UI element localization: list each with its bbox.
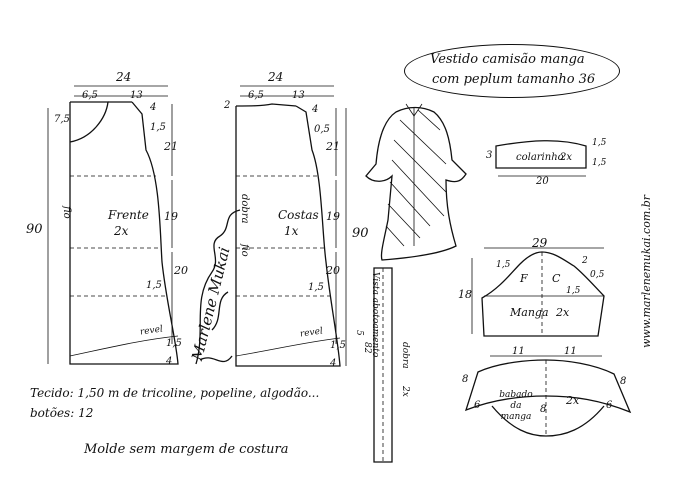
front-width-mid: 13 <box>130 90 143 101</box>
front-width-total: 24 <box>116 70 132 84</box>
back-top-right: 4 <box>312 104 319 115</box>
back-neckline <box>235 103 297 107</box>
placket-piece <box>373 267 393 463</box>
back-width-mid: 13 <box>292 90 305 101</box>
front-shoulder-drop: 1,5 <box>150 122 166 133</box>
front-hem-facing <box>69 335 179 357</box>
back-width-left: 6,5 <box>248 90 264 101</box>
ruffle-outline <box>464 359 632 414</box>
ruffle-half-right: 11 <box>564 346 577 357</box>
front-armhole-depth: 21 <box>164 140 178 153</box>
back-fold: dobra <box>239 194 250 224</box>
front-hem-mark: 1,5 <box>166 338 182 349</box>
ruffle-count: 2x <box>566 394 580 407</box>
sleeve-outline <box>481 251 605 337</box>
sleeve-label: Manga <box>510 306 549 319</box>
collar-piece <box>495 140 587 177</box>
seam-note: Molde sem margem de costura <box>84 442 289 457</box>
sleeve-back-mark: 1,5 <box>566 286 581 296</box>
back-hem-facing <box>235 337 341 357</box>
collar-outline <box>495 140 587 169</box>
sleeve-width: 29 <box>532 236 548 250</box>
back-length: 90 <box>352 226 369 241</box>
back-grain: fio <box>239 244 250 257</box>
title-bubble <box>404 44 620 98</box>
ruffle-right-height: 8 <box>620 376 627 387</box>
dress-collar <box>405 103 423 117</box>
back-waist: 19 <box>326 210 340 223</box>
front-neck-depth: 7,5 <box>54 114 70 125</box>
website: www.marlenemukai.com.br <box>640 194 653 348</box>
back-hem-mark: 1,5 <box>330 340 346 351</box>
back-width-total: 24 <box>268 70 284 84</box>
front-neckline <box>69 101 109 143</box>
back-side-mark: 1,5 <box>308 282 324 293</box>
signature-mark <box>195 209 241 365</box>
placket-length: 82 <box>362 342 372 354</box>
front-top-right: 4 <box>150 102 157 113</box>
sleeve-cap-right: 2 <box>582 256 588 266</box>
collar-count: 2x <box>560 152 573 163</box>
ruffle-half-left: 11 <box>512 346 525 357</box>
ruffle-hem <box>491 405 605 437</box>
buttons-note: botões: 12 <box>30 406 94 420</box>
front-label: Frente <box>108 208 149 222</box>
back-piece <box>235 85 347 367</box>
collar-length: 20 <box>536 176 549 187</box>
collar-label: colarinho <box>516 152 564 163</box>
collar-end-bottom: 1,5 <box>592 158 607 168</box>
ruffle-left-inner: 6 <box>474 400 481 411</box>
collar-height: 3 <box>486 150 493 161</box>
front-width-left: 6,5 <box>82 90 98 101</box>
sleeve-back-letter: C <box>552 272 561 285</box>
front-piece <box>47 85 179 365</box>
placket-outline <box>373 267 393 463</box>
ruffle-center-depth: 8 <box>540 404 547 415</box>
sleeve-cap-side: 0,5 <box>590 270 605 280</box>
back-top-left: 2 <box>224 100 231 111</box>
ruffle-label: babado da manga <box>499 390 533 422</box>
front-corner-mark: 4 <box>166 356 173 367</box>
sleeve-front-letter: F <box>520 272 528 285</box>
placket-fold: dobra <box>400 342 410 369</box>
back-armhole-depth: 21 <box>326 140 340 153</box>
back-hip: 20 <box>326 264 340 277</box>
dress-body <box>365 106 467 261</box>
ruffle-right-inner: 6 <box>606 400 613 411</box>
title-line-1: Vestido camisão manga <box>430 52 585 67</box>
sleeve-cap-left: 1,5 <box>496 260 511 270</box>
dress-stripes <box>385 109 447 247</box>
front-grain: fio <box>61 206 72 219</box>
sleeve-height: 18 <box>458 288 472 301</box>
front-length: 90 <box>26 222 43 237</box>
front-outline <box>69 101 179 365</box>
dress-sketch <box>365 103 467 261</box>
back-shoulder-drop: 0,5 <box>314 124 330 135</box>
back-label: Costas <box>278 208 319 222</box>
back-corner-mark: 4 <box>330 358 337 369</box>
back-outline <box>235 105 341 367</box>
placket-width: 5 <box>354 330 364 336</box>
collar-end-top: 1,5 <box>592 138 607 148</box>
ruffle-left-height: 8 <box>462 374 469 385</box>
ruffle-piece <box>464 355 632 437</box>
fabric-note: Tecido: 1,50 m de tricoline, popeline, a… <box>30 386 320 400</box>
front-hip: 20 <box>174 264 188 277</box>
sleeve-piece <box>471 247 605 337</box>
front-side-mark: 1,5 <box>146 280 162 291</box>
title-line-2: com peplum tamanho 36 <box>432 72 596 87</box>
front-count: 2x <box>114 224 129 238</box>
sleeve-count: 2x <box>556 306 570 319</box>
placket-count: 2x <box>400 386 410 397</box>
front-waist: 19 <box>164 210 178 223</box>
back-count: 1x <box>284 224 299 238</box>
